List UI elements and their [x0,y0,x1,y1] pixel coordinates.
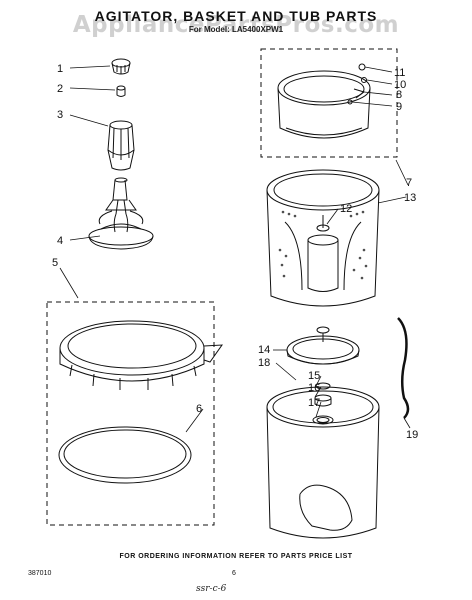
watermark: AppliancePartsPros.com [72,12,400,38]
balance-ring-box [260,48,398,158]
page-number: 6 [232,570,236,577]
leader-lines [59,65,411,433]
agitator-cap [111,58,131,75]
agitator-barrel [107,120,135,171]
callout-13: 13 [404,192,416,204]
callout-11: 11 [394,67,405,79]
handwritten-note: ssr-c-6 [196,584,227,594]
callout-16: 16 [308,382,320,394]
callout-15: 15 [308,370,320,382]
callout-3: 3 [57,109,63,121]
callout-8: 8 [396,89,402,101]
callout-9: 9 [396,101,402,113]
agitator-nut [116,85,126,97]
seal-assembly-box [46,301,215,526]
diagram-title: AGITATOR, BASKET AND TUB PARTS [94,8,378,24]
callout-2: 2 [57,83,63,95]
callout-7: 7 [406,177,412,189]
callout-4: 4 [57,235,63,247]
callout-14: 14 [258,344,270,356]
basket-holes [278,210,368,280]
drive-seal [286,326,360,365]
model-subtitle: For Model: LA5400XPW1 [188,25,284,34]
callout-19: 19 [406,429,418,441]
outer-tub [266,386,380,539]
tub-ring [59,320,224,390]
ring-hardware [347,63,367,105]
agitator-base [88,177,154,250]
callout-6: 6 [196,403,202,415]
balance-ring [277,70,371,139]
callout-1: 1 [57,63,63,75]
drain-hose [397,317,410,419]
callout-10: 10 [394,79,406,91]
callout-5: 5 [52,257,58,269]
callout-12: 12 [340,203,352,215]
ordering-note: FOR ORDERING INFORMATION REFER TO PARTS … [119,553,353,560]
wash-basket [266,169,380,307]
tub-gasket [58,426,192,484]
callout-labels: 1 2 3 4 5 6 7 8 9 10 11 12 13 14 15 16 1… [52,63,418,441]
document-number: 387010 [28,570,52,577]
callout-17: 17 [308,397,320,409]
callout-18: 18 [258,357,270,369]
